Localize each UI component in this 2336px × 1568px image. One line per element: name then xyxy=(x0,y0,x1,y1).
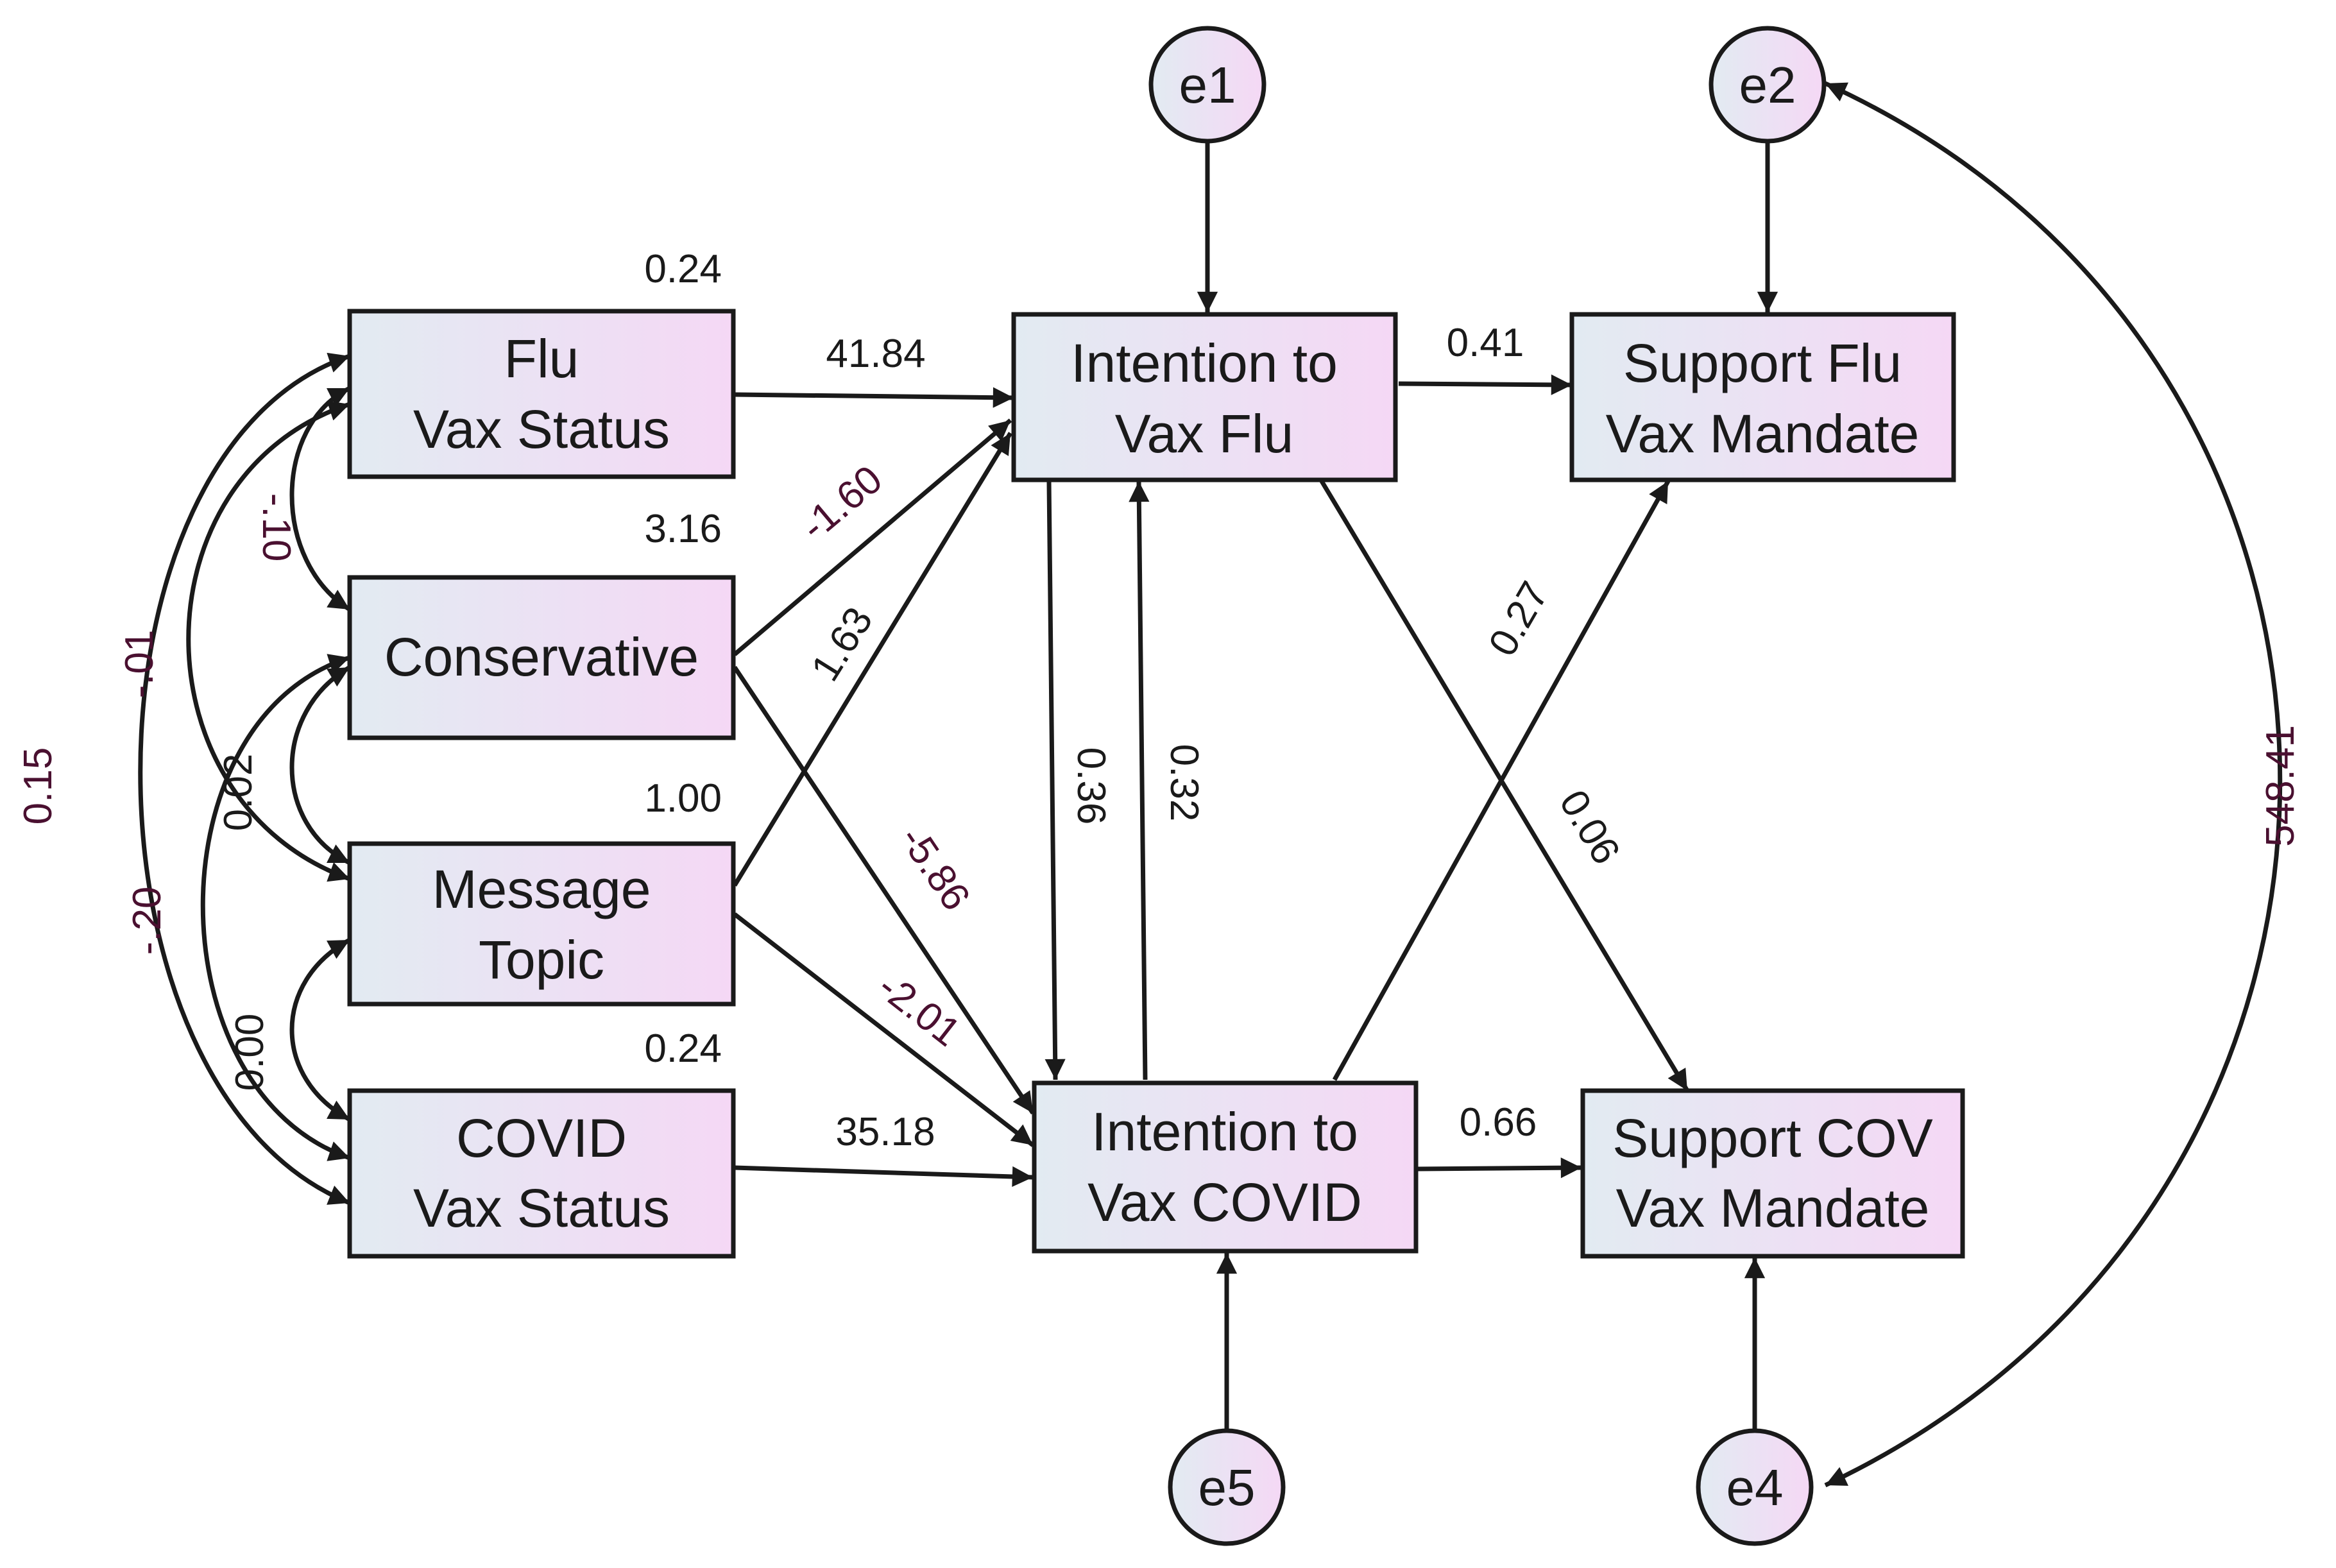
cov-flu-covid-arc xyxy=(138,352,351,1206)
coef-msg-to-intcovid: -2.01 xyxy=(870,964,969,1055)
oval-e5-label: e5 xyxy=(1198,1459,1256,1516)
box-message-topic-line2: Topic xyxy=(479,930,604,990)
coef-intcovid-to-supflu: 0.27 xyxy=(1480,574,1557,663)
path-msg-to-intcovid xyxy=(733,912,1035,1147)
path-intflu-to-supflu xyxy=(1398,374,1573,395)
box-conservative: Conservative xyxy=(347,575,736,740)
variance-conservative: 3.16 xyxy=(644,507,722,551)
coef-cov-e2-e4: 548.41 xyxy=(2258,725,2303,847)
coef-covid-to-intcovid: 35.18 xyxy=(835,1110,935,1154)
coef-intcovid-to-supcov: 0.66 xyxy=(1460,1100,1537,1145)
box-flu-vax-status-line2: Vax Status xyxy=(413,399,670,459)
path-msg-to-intflu xyxy=(733,432,1012,887)
box-intention-flu-line1: Intention to xyxy=(1071,333,1338,393)
box-intention-covid-line1: Intention to xyxy=(1091,1102,1358,1162)
cov-flu-msg-arc xyxy=(186,400,351,882)
cov-cons-msg-arc xyxy=(289,665,351,865)
coef-intflu-to-supflu: 0.41 xyxy=(1447,321,1524,365)
box-support-cov-line1: Support COV xyxy=(1612,1108,1933,1168)
box-flu-vax-status-line1: Flu xyxy=(504,328,579,389)
oval-e2-label: e2 xyxy=(1739,56,1796,114)
cov-msg-covid-arc xyxy=(289,937,351,1122)
variance-flu-vax-status: 0.24 xyxy=(644,247,722,291)
coef-cov-flu-msg: -.01 xyxy=(117,630,162,699)
cov-flu-cons-arc xyxy=(289,386,351,611)
box-support-cov-line2: Vax Mandate xyxy=(1616,1178,1930,1238)
path-covid-to-intcovid xyxy=(734,1165,1034,1188)
box-support-flu-mandate: Support Flu Vax Mandate xyxy=(1569,312,1956,482)
coef-cov-flu-covid: 0.15 xyxy=(16,747,60,825)
path-flu-to-intflu xyxy=(734,387,1014,408)
coef-intflu-to-intcovid: 0.36 xyxy=(1069,747,1113,825)
box-support-flu-line1: Support Flu xyxy=(1623,333,1902,393)
oval-e5: e5 xyxy=(1168,1428,1286,1546)
box-covid-vax-status-line1: COVID xyxy=(456,1108,627,1168)
oval-e4: e4 xyxy=(1696,1428,1814,1546)
coef-cov-msg-covid: 0.00 xyxy=(228,1014,272,1091)
cov-cons-covid-arc xyxy=(200,654,351,1161)
box-support-cov-mandate: Support COV Vax Mandate xyxy=(1580,1088,1965,1259)
coef-cov-cons-covid: -.20 xyxy=(125,887,169,955)
path-cons-to-intcovid xyxy=(733,666,1035,1114)
box-covid-vax-status-line2: Vax Status xyxy=(413,1178,670,1238)
oval-e2: e2 xyxy=(1709,26,1827,144)
path-intflu-to-intcovid xyxy=(1044,481,1066,1080)
path-intflu-to-supcov xyxy=(1319,480,1690,1092)
box-intention-flu-line2: Vax Flu xyxy=(1115,404,1294,464)
coef-msg-to-intflu: 1.63 xyxy=(803,600,881,689)
coef-cov-cons-msg: 0.02 xyxy=(216,754,260,831)
path-intcovid-to-supcov xyxy=(1417,1157,1582,1179)
path-cons-to-intflu xyxy=(733,418,1012,656)
coef-flu-to-intflu: 41.84 xyxy=(826,332,925,376)
box-intention-flu: Intention to Vax Flu xyxy=(1011,312,1398,482)
oval-e1: e1 xyxy=(1148,26,1266,144)
box-support-flu-line2: Vax Mandate xyxy=(1606,404,1920,464)
box-covid-vax-status: COVID Vax Status xyxy=(347,1088,736,1259)
box-intention-covid: Intention to Vax COVID xyxy=(1032,1080,1419,1254)
path-intcovid-to-intflu xyxy=(1129,481,1150,1080)
coef-intflu-to-supcov: 0.06 xyxy=(1551,783,1628,872)
box-message-topic: Message Topic xyxy=(347,841,736,1007)
coef-intcovid-to-intflu: 0.32 xyxy=(1162,744,1206,822)
box-message-topic-line1: Message xyxy=(432,859,651,919)
box-conservative-label: Conservative xyxy=(384,627,699,687)
variance-message-topic: 1.00 xyxy=(644,776,722,821)
variance-covid-vax-status: 0.24 xyxy=(644,1027,722,1071)
box-intention-covid-line2: Vax COVID xyxy=(1087,1172,1362,1232)
coef-cons-to-intcovid: -5.86 xyxy=(891,819,978,919)
oval-e1-label: e1 xyxy=(1179,56,1236,114)
coef-cov-flu-cons: -.10 xyxy=(254,493,298,562)
oval-e4-label: e4 xyxy=(1726,1459,1784,1516)
box-flu-vax-status: Flu Vax Status xyxy=(347,309,736,479)
cov-e2-e4-arc xyxy=(1824,81,2283,1488)
